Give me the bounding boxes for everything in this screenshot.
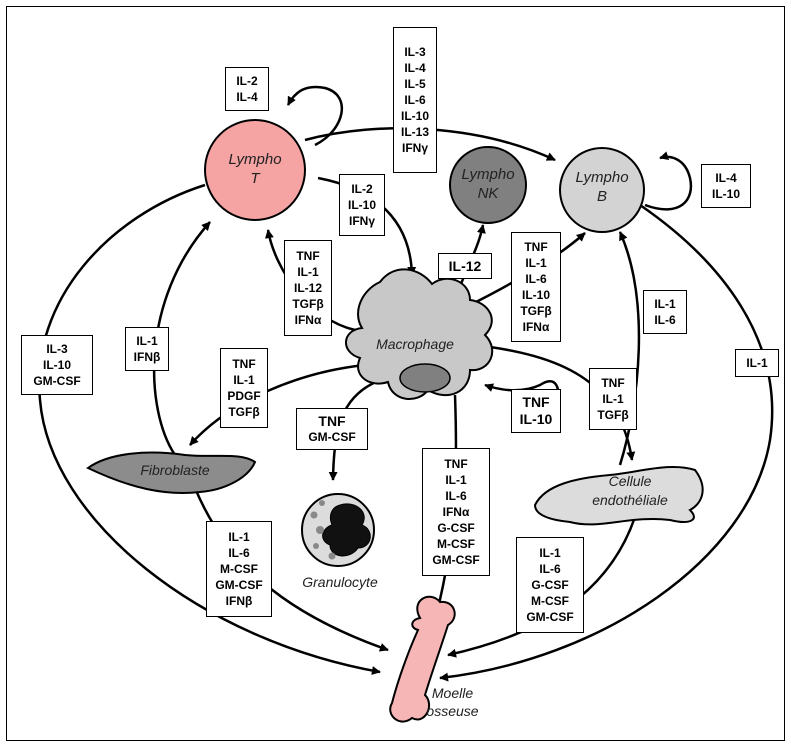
granulocyte-cell — [301, 493, 375, 567]
label-granulocyte: Granulocyte — [302, 574, 378, 590]
diagram-frame — [6, 6, 785, 741]
macrophage-nucleus — [399, 363, 451, 393]
arrow-t-self — [286, 85, 344, 147]
cytokine-box-outer-right: IL-1 — [735, 349, 779, 377]
endothelial-cell — [533, 465, 704, 526]
lympho-t-cell — [204, 119, 306, 221]
label-fibroblaste: Fibroblaste — [140, 462, 210, 478]
arrow-macro-to-endo — [474, 343, 636, 461]
macrophage-cell — [345, 268, 494, 400]
lympho-nk-cell — [449, 146, 527, 224]
label-macrophage: Macrophage — [376, 336, 454, 352]
arrow-outer-right — [439, 203, 774, 682]
lympho-b-cell — [559, 147, 645, 233]
arrow-endo-to-b — [618, 231, 641, 466]
fibroblaste-cell — [86, 451, 257, 494]
cytokine-box-macrophage-to-granulocyte: TNF GM-CSF — [296, 408, 368, 450]
arrow-outer-left — [37, 183, 381, 676]
bone-moelle-osseuse — [389, 595, 456, 723]
cytokine-box-macrophage-to-nk: IL-12 — [438, 253, 492, 279]
arrow-b-self — [644, 151, 693, 211]
arrow-macro-to-fibro — [189, 363, 366, 446]
